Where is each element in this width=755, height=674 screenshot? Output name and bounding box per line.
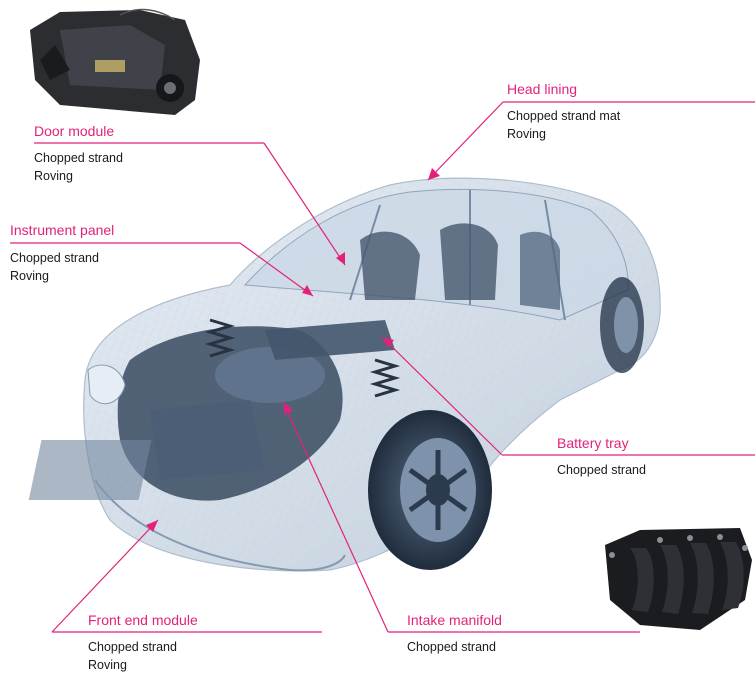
callout-head-lining-title: Head lining: [507, 81, 578, 97]
material-line: Roving: [507, 127, 546, 141]
callout-instrument-panel-title: Instrument panel: [10, 222, 115, 238]
leader-arrowheads: [146, 168, 440, 532]
material-line: Chopped strand mat: [507, 109, 621, 123]
material-line: Chopped strand: [10, 251, 99, 265]
callout-instrument-panel-materials: Chopped strand Roving: [10, 249, 99, 285]
material-line: Roving: [34, 169, 73, 183]
callout-battery-tray-title: Battery tray: [557, 435, 629, 451]
callout-intake-manifold-materials: Chopped strand: [407, 638, 496, 656]
door-module-photo: [30, 8, 200, 115]
material-line: Roving: [88, 658, 127, 672]
material-line: Roving: [10, 269, 49, 283]
car-body: [28, 177, 661, 572]
callout-head-lining-materials: Chopped strand mat Roving: [507, 107, 620, 143]
callout-door-module-materials: Chopped strand Roving: [34, 149, 123, 185]
material-line: Chopped strand: [557, 463, 646, 477]
callout-front-end-module-materials: Chopped strand Roving: [88, 638, 177, 674]
material-line: Chopped strand: [88, 640, 177, 654]
material-line: Chopped strand: [34, 151, 123, 165]
leader-lines: [10, 101, 755, 633]
callout-door-module-title: Door module: [34, 123, 115, 139]
intake-manifold-photo: [605, 528, 752, 630]
callout-intake-manifold-title: Intake manifold: [407, 612, 502, 628]
callout-battery-tray-materials: Chopped strand: [557, 461, 646, 479]
front-wheel: [368, 410, 492, 570]
rear-wheel: [600, 277, 644, 373]
callout-front-end-module-title: Front end module: [88, 612, 198, 628]
material-line: Chopped strand: [407, 640, 496, 654]
